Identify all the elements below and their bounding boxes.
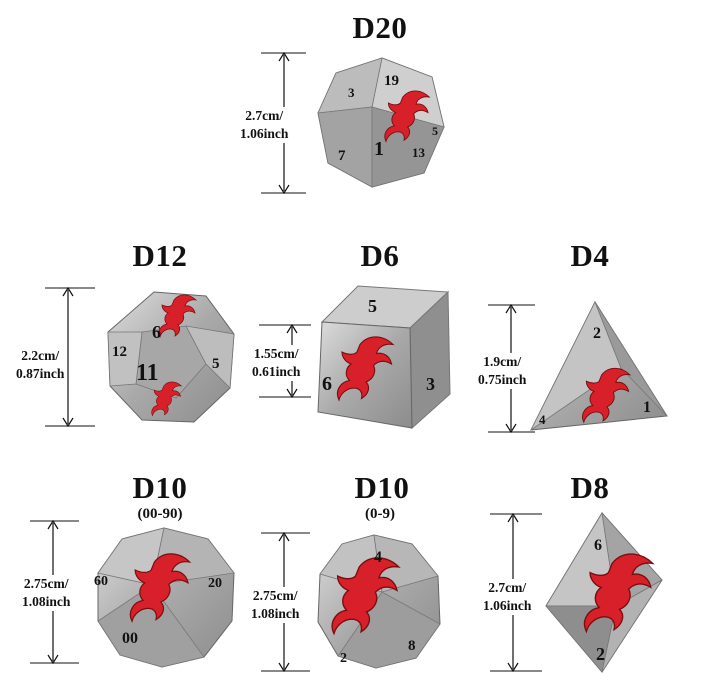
d10-units-face-8: 8: [408, 638, 416, 654]
d12-face-5: 5: [212, 356, 220, 372]
size-label-d10-tens: 2.75cm/ 1.08inch: [22, 575, 71, 611]
d10-tens-die-image: 60 20 00: [94, 527, 235, 668]
d4-die-image: 2 4 1: [530, 300, 668, 431]
d20-face-7: 7: [338, 148, 346, 164]
size-cm: 2.2cm/: [21, 348, 60, 363]
d6-die-image: 5 6 3: [317, 285, 451, 430]
d6-face-5: 5: [368, 296, 377, 316]
d20-face-5: 5: [432, 124, 438, 138]
die-title-d20: D20: [352, 10, 408, 45]
size-label-d10-units: 2.75cm/ 1.08inch: [251, 587, 300, 623]
d10-tens-face-00: 00: [122, 630, 138, 647]
d8-face-2: 2: [596, 644, 605, 664]
d4-face-1: 1: [643, 399, 651, 416]
d20-face-19: 19: [384, 73, 399, 89]
size-cm: 2.75cm/: [23, 576, 69, 591]
die-title-d10-tens: D10: [132, 470, 188, 505]
size-label-d8: 2.7cm/ 1.06inch: [483, 579, 532, 615]
size-inch: 0.75inch: [478, 372, 527, 387]
d20-face-13: 13: [412, 145, 426, 160]
size-cm: 1.55cm/: [253, 346, 299, 361]
size-cm: 2.7cm/: [488, 580, 527, 595]
d6-face-3: 3: [426, 374, 435, 394]
d12-face-6: 6: [152, 322, 161, 342]
size-inch: 1.06inch: [240, 126, 289, 141]
size-inch: 0.61inch: [252, 364, 301, 379]
d20-face-1: 1: [374, 138, 384, 160]
d4-face-2: 2: [593, 325, 601, 342]
d10-units-face-2: 2: [340, 651, 347, 666]
die-title-d10-units: D10: [354, 470, 410, 505]
dimension-arrow-d12: [45, 286, 95, 428]
size-cm: 1.9cm/: [483, 354, 522, 369]
d10-units-die-image: 4 2 8: [317, 534, 441, 669]
d12-die-image: 6 12 11 5: [107, 291, 235, 423]
size-label-d12: 2.2cm/ 0.87inch: [16, 347, 65, 383]
die-title-d6: D6: [360, 238, 400, 273]
d4-face-4: 4: [539, 412, 546, 427]
d10-tens-face-20: 20: [208, 576, 222, 591]
size-label-d6: 1.55cm/ 0.61inch: [252, 345, 301, 381]
size-inch: 1.08inch: [251, 606, 300, 621]
size-cm: 2.7cm/: [245, 108, 284, 123]
size-inch: 1.08inch: [22, 594, 71, 609]
size-label-d20: 2.7cm/ 1.06inch: [240, 107, 289, 143]
d10-units-face-4: 4: [374, 549, 382, 566]
size-label-d4: 1.9cm/ 0.75inch: [478, 353, 527, 389]
d8-die-image: 6 2: [545, 511, 663, 673]
d20-face-3: 3: [348, 85, 355, 100]
size-cm: 2.75cm/: [252, 588, 298, 603]
size-inch: 1.06inch: [483, 598, 532, 613]
d12-face-12: 12: [112, 344, 127, 360]
die-subtitle-d10-units: (0-9): [365, 506, 395, 522]
d20-die-image: 19 3 7 1 13 5: [317, 57, 445, 188]
die-title-d8: D8: [570, 470, 610, 505]
d8-face-6: 6: [594, 537, 602, 554]
die-title-d12: D12: [132, 238, 188, 273]
size-inch: 0.87inch: [16, 366, 65, 381]
d12-face-11: 11: [136, 360, 159, 386]
die-subtitle-d10-tens: (00-90): [137, 506, 183, 522]
d10-tens-face-60: 60: [94, 574, 108, 589]
d6-face-6: 6: [322, 373, 332, 395]
die-title-d4: D4: [570, 238, 610, 273]
